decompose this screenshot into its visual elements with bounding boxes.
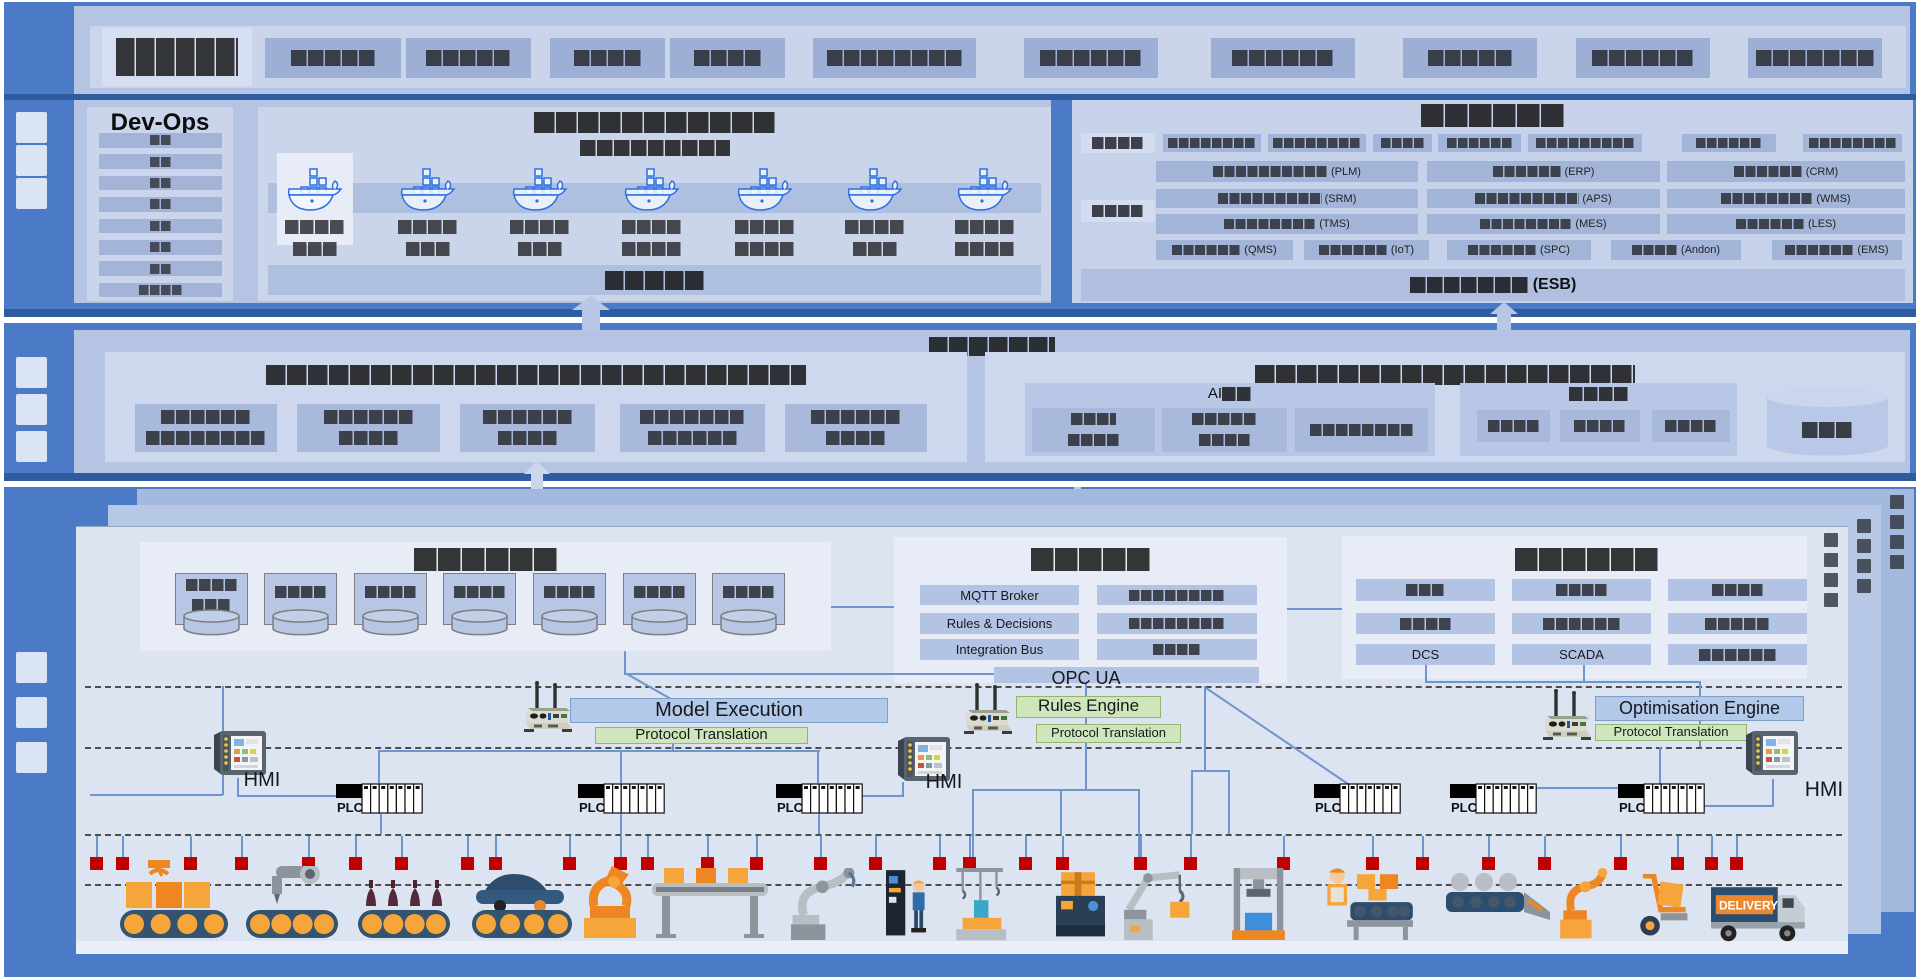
svg-text:PLC: PLC xyxy=(337,800,364,815)
svg-text:PLC: PLC xyxy=(1451,800,1478,815)
svg-text:PLC: PLC xyxy=(777,800,804,815)
svg-text:PLC: PLC xyxy=(1619,800,1646,815)
svg-text:DELIVERY: DELIVERY xyxy=(1719,898,1778,912)
svg-text:PLC: PLC xyxy=(1315,800,1342,815)
svg-text:PLC: PLC xyxy=(579,800,606,815)
